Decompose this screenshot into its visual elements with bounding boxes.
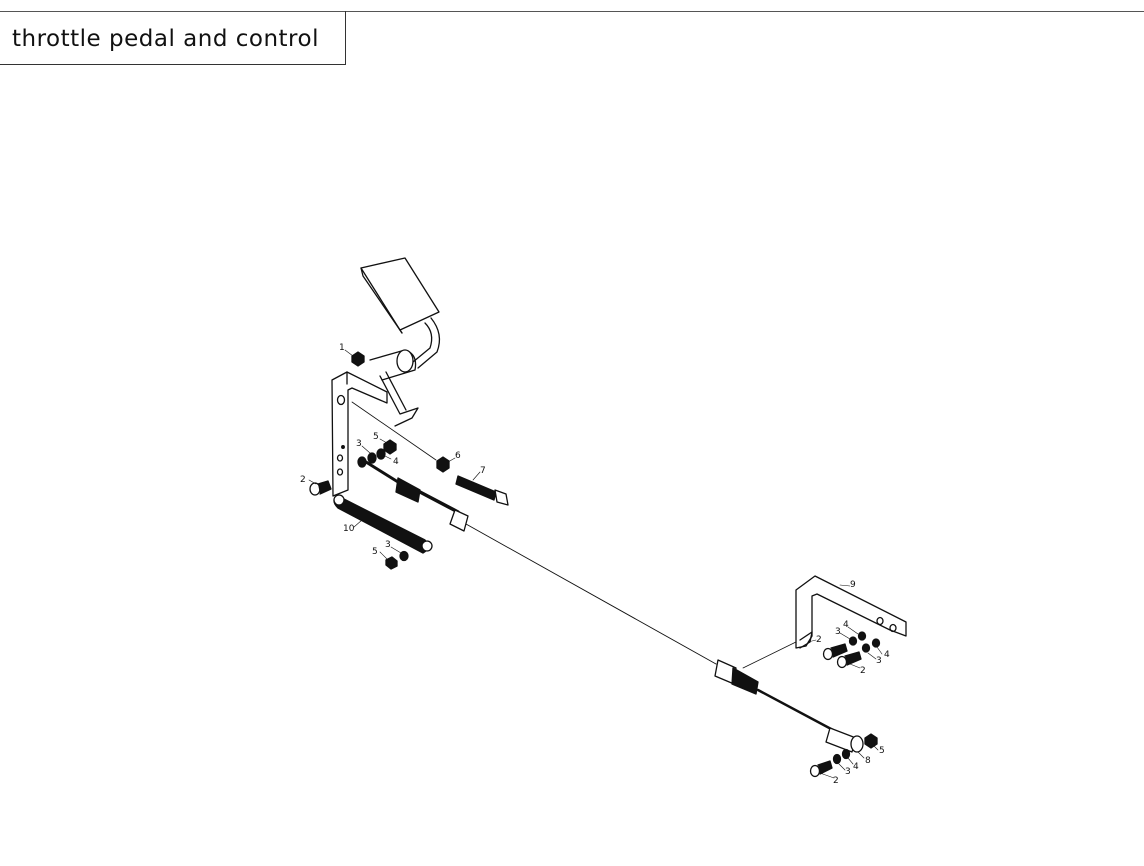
callout-2-left: 2 (300, 475, 306, 485)
washer-3-lower (399, 550, 409, 562)
callout-3-lower: 3 (385, 540, 391, 550)
cable-housing-right (714, 659, 864, 753)
cable-end-left (357, 456, 469, 532)
callout-4-bracket-b: 4 (884, 650, 890, 660)
drawing-title: throttle pedal and control (12, 26, 319, 52)
callout-9: 9 (850, 580, 856, 590)
nut-1 (351, 351, 365, 367)
callout-3-upper: 3 (356, 439, 362, 449)
washer-4-bracket (857, 631, 881, 648)
callout-2-bracket: 2 (816, 635, 822, 645)
callout-leaders (308, 349, 883, 779)
pedal-plate (360, 257, 440, 334)
callout-7: 7 (480, 466, 486, 476)
callout-2-clevis: 2 (833, 776, 839, 786)
pivot-tube (369, 349, 417, 381)
callout-5-clevis: 5 (879, 746, 885, 756)
callout-8: 8 (865, 756, 871, 766)
leader-housing-to-bracket (742, 639, 801, 669)
callout-6: 6 (455, 451, 461, 461)
callout-10: 10 (343, 524, 355, 534)
callout-1: 1 (339, 343, 345, 353)
callout-2-bracket-b: 2 (860, 666, 866, 676)
bolt-2-bracket (822, 643, 862, 669)
title-block (0, 11, 346, 65)
callout-5-upper: 5 (373, 432, 379, 442)
callout-4-bracket-a: 4 (843, 620, 849, 630)
callout-3-bracket-b: 3 (876, 656, 882, 666)
throttle-cable (465, 523, 717, 665)
bolt-7 (455, 475, 509, 506)
nut-6 (436, 456, 450, 473)
bolt-2-clevis (809, 760, 833, 778)
washer-3-clevis (832, 753, 842, 765)
washer-4-upper (376, 448, 386, 460)
callout-4-clevis: 4 (853, 762, 859, 772)
callout-5-lower: 5 (372, 547, 378, 557)
washer-4-clevis (841, 748, 851, 760)
pedal-lever-bracket (331, 371, 388, 497)
nut-5-lower (385, 556, 398, 570)
stop-arm (379, 371, 419, 427)
cable-bracket-9 (795, 575, 907, 649)
callout-3-clevis: 3 (845, 767, 851, 777)
nut-5-clevis (864, 733, 878, 749)
bolt-2-left (309, 480, 332, 496)
callout-3-bracket-a: 3 (835, 627, 841, 637)
washer-3-upper (367, 452, 377, 464)
washer-3-bracket (848, 636, 871, 653)
frame-top-line (0, 11, 1144, 12)
spring-10 (333, 494, 433, 554)
pedal-arm (412, 317, 441, 369)
callout-4-upper: 4 (393, 457, 399, 467)
leader-bracket-to-bolt (351, 401, 437, 461)
